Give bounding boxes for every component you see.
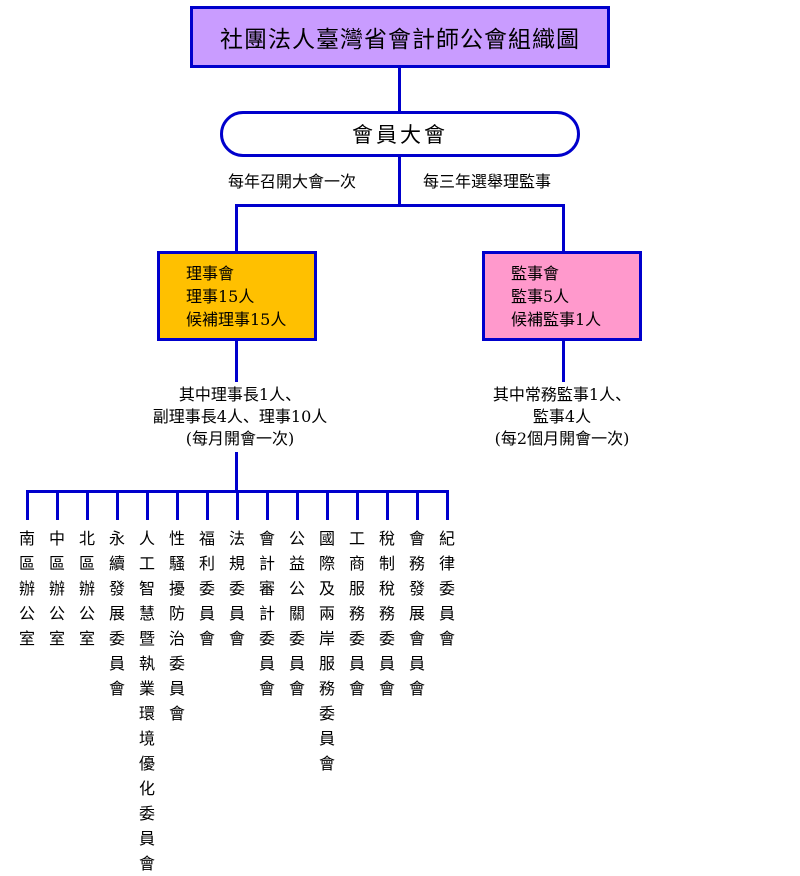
committee-drop-line bbox=[386, 490, 389, 520]
supervisor-line: 監事5人 bbox=[511, 287, 570, 306]
committee-drop-line bbox=[176, 490, 179, 520]
committee-drop-line bbox=[446, 490, 449, 520]
committee-label: 工商服務委員會 bbox=[348, 529, 365, 698]
board-line: 理事15人 bbox=[186, 287, 255, 306]
board-note-line: 其中理事長1人、 bbox=[178, 385, 302, 404]
committee-label: 公益公關委員會 bbox=[288, 529, 305, 698]
committee-label: 中區辦公室 bbox=[48, 529, 65, 648]
committee-drop-line bbox=[146, 490, 149, 520]
committee-label: 南區辦公室 bbox=[18, 529, 35, 648]
committee-label: 北區辦公室 bbox=[78, 529, 95, 648]
committee-label: 法規委員會 bbox=[228, 529, 245, 648]
committee-drop-line bbox=[296, 490, 299, 520]
committee-drop-line bbox=[236, 490, 239, 520]
connector-title-assembly bbox=[398, 68, 401, 111]
committee-drop-line bbox=[26, 490, 29, 520]
assembly-note-left: 每年召開大會一次 bbox=[228, 172, 357, 191]
connector-note-committees bbox=[235, 452, 238, 492]
committee-label: 紀律委員會 bbox=[438, 529, 455, 648]
committee-drop-line bbox=[266, 490, 269, 520]
committee-drop-line bbox=[416, 490, 419, 520]
connector-board-note bbox=[235, 341, 238, 382]
assembly-note-right: 每三年選舉理監事 bbox=[423, 172, 552, 191]
supervisor-note-line: 其中常務監事1人、 bbox=[492, 385, 632, 404]
connector-split-horizontal bbox=[235, 204, 565, 207]
committee-drop-line bbox=[116, 490, 119, 520]
committee-drop-line bbox=[86, 490, 89, 520]
connector-split-supervisors bbox=[562, 204, 565, 251]
connector-supervisors-note bbox=[562, 341, 565, 382]
supervisor-line: 監事會 bbox=[511, 264, 560, 283]
board-of-directors-box: 理事會 理事15人 候補理事15人 bbox=[157, 251, 317, 341]
committee-label: 稅制稅務委員會 bbox=[378, 529, 395, 698]
general-assembly-box: 會員大會 bbox=[220, 111, 580, 157]
committee-drop-line bbox=[206, 490, 209, 520]
board-of-supervisors-box: 監事會 監事5人 候補監事1人 bbox=[482, 251, 642, 341]
committee-drop-line bbox=[356, 490, 359, 520]
committee-label: 福利委員會 bbox=[198, 529, 215, 648]
board-line: 理事會 bbox=[186, 264, 235, 283]
committee-label: 永續發展委員會 bbox=[108, 529, 125, 698]
supervisor-line: 候補監事1人 bbox=[511, 310, 602, 329]
committee-drop-line bbox=[56, 490, 59, 520]
org-chart-title-text: 社團法人臺灣省會計師公會組織圖 bbox=[220, 27, 580, 53]
board-note-line: 副理事長4人、理事10人 bbox=[152, 407, 328, 426]
org-chart-title: 社團法人臺灣省會計師公會組織圖 bbox=[190, 6, 610, 68]
supervisor-note-line: 監事4人 bbox=[532, 407, 592, 426]
connector-split-board bbox=[235, 204, 238, 251]
supervisor-composition-note: 其中常務監事1人、 監事4人 (每2個月開會一次) bbox=[412, 384, 712, 450]
committee-label: 會務發展會員會 bbox=[408, 529, 425, 698]
board-composition-note: 其中理事長1人、 副理事長4人、理事10人 (每月開會一次) bbox=[90, 384, 390, 450]
general-assembly-label: 會員大會 bbox=[352, 123, 448, 147]
committee-label: 國際及兩岸服務委員會 bbox=[318, 529, 335, 773]
committee-label: 人工智慧暨執業環境優化委員會 bbox=[138, 529, 155, 873]
committee-drop-line bbox=[326, 490, 329, 520]
connector-assembly-split bbox=[398, 157, 401, 206]
board-line: 候補理事15人 bbox=[186, 310, 287, 329]
board-note-line: (每月開會一次) bbox=[185, 429, 295, 448]
committee-label: 會計審計委員會 bbox=[258, 529, 275, 698]
committee-label: 性騷擾防治委員會 bbox=[168, 529, 185, 723]
supervisor-note-line: (每2個月開會一次) bbox=[494, 429, 630, 448]
